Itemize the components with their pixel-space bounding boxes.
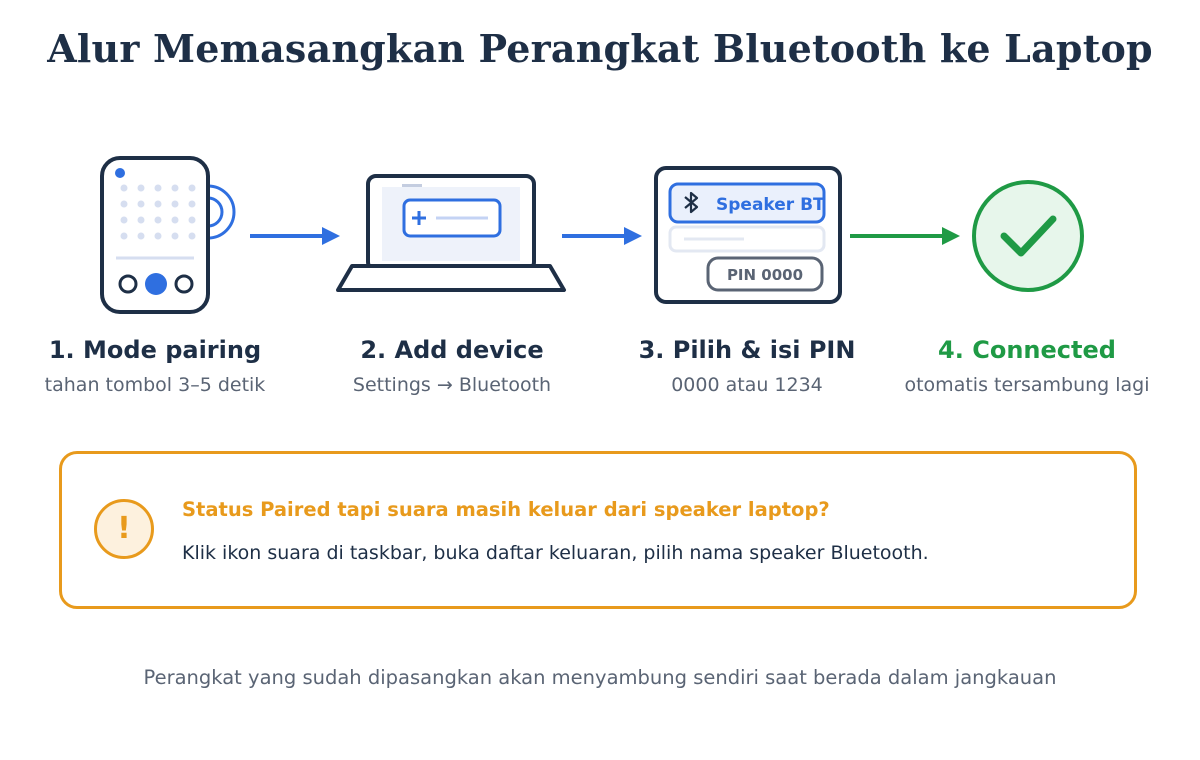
arrow-icon <box>562 227 642 245</box>
speaker-device-icon <box>100 156 236 314</box>
laptop-icon <box>336 174 566 292</box>
step-2-subtitle: Settings → Bluetooth <box>352 374 552 396</box>
check-circle-icon <box>972 180 1084 292</box>
step-4-label: 4. Connected <box>938 336 1116 364</box>
step-2-label: 2. Add device <box>360 336 544 364</box>
step-1-label: 1. Mode pairing <box>48 336 262 364</box>
warning-callout: ! Status Paired tapi suara masih keluar … <box>59 451 1137 609</box>
warning-icon: ! <box>94 499 154 559</box>
arrow-icon <box>250 227 340 245</box>
step-3-subtitle: 0000 atau 1234 <box>671 374 823 396</box>
arrow-icon <box>850 227 960 245</box>
footer-note: Perangkat yang sudah dipasangkan akan me… <box>143 666 1057 689</box>
pairing-dialog: Speaker BT PIN 0000 <box>654 166 842 304</box>
pin-field[interactable] <box>706 256 824 292</box>
flow-illustration: Speaker BT PIN 0000 <box>100 156 1084 314</box>
device-list-item[interactable] <box>668 182 826 224</box>
step-1-subtitle: tahan tombol 3–5 detik <box>44 374 266 396</box>
page-title: Alur Memasangkan Perangkat Bluetooth ke … <box>47 26 1153 71</box>
callout-title: Status Paired tapi suara masih keluar da… <box>182 498 830 521</box>
device-name: Speaker BT <box>716 195 825 215</box>
callout-text: Klik ikon suara di taskbar, buka daftar … <box>182 542 929 564</box>
bluetooth-icon <box>684 191 699 214</box>
step-3-label: 3. Pilih & isi PIN <box>638 336 856 364</box>
step-4-subtitle: otomatis tersambung lagi <box>904 374 1150 396</box>
pin-value: PIN 0000 <box>727 266 803 284</box>
